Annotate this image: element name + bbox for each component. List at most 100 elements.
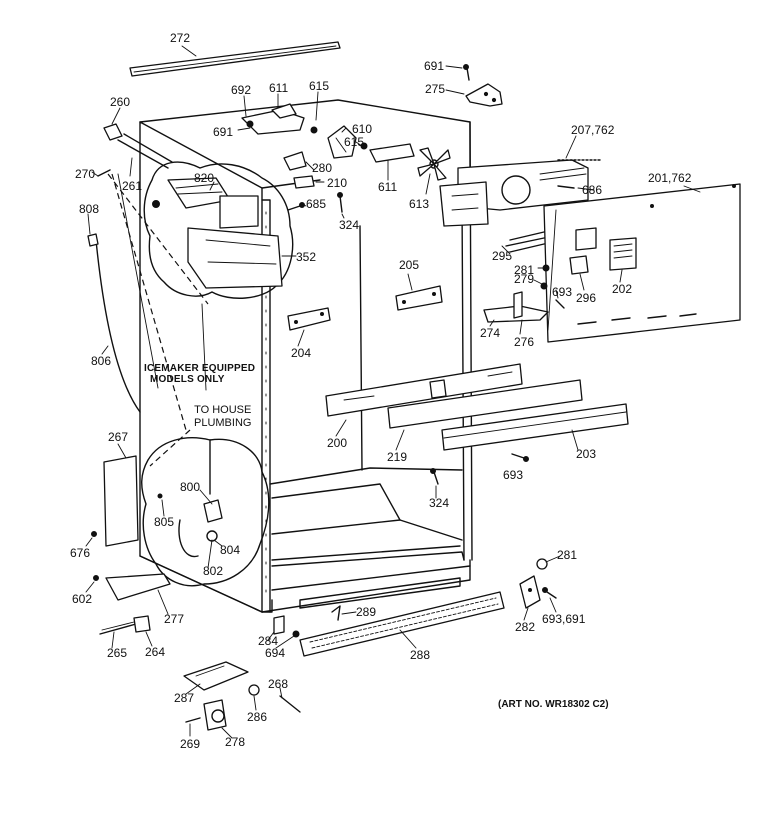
icemaker-note-line2: MODELS ONLY <box>150 374 225 385</box>
part-264-roller <box>133 615 151 633</box>
label-269: 269 <box>180 737 201 751</box>
part-613-fan <box>417 147 451 181</box>
label-219: 219 <box>387 450 408 464</box>
part-287-bracket <box>183 661 249 691</box>
part-275-hinge <box>465 83 503 107</box>
label-324-lower: 324 <box>429 496 450 510</box>
art-number: (ART NO. WR18302 C2) <box>498 699 609 710</box>
label-802: 802 <box>203 564 224 578</box>
label-296: 296 <box>576 291 597 305</box>
label-806: 806 <box>91 354 112 368</box>
part-260-261-fill-tube <box>103 123 173 169</box>
label-615-top: 615 <box>309 79 330 93</box>
part-274-276-bracket <box>483 291 549 323</box>
part-296-switch <box>569 255 589 275</box>
part-691-screw <box>463 64 470 81</box>
plumbing-note-line2: PLUMBING <box>194 417 252 429</box>
part-280-cap <box>283 151 307 171</box>
part-269-screw <box>185 717 201 723</box>
label-693-lower: 693 <box>503 468 524 482</box>
label-287: 287 <box>174 691 195 705</box>
part-289-clip <box>331 605 341 621</box>
label-804: 804 <box>220 543 241 557</box>
label-691-mid: 691 <box>213 125 234 139</box>
part-210-knob <box>293 175 315 189</box>
part-281-279-693-fasteners <box>540 264 565 309</box>
label-613: 613 <box>409 197 430 211</box>
label-820: 820 <box>194 171 215 185</box>
label-281-mid: 281 <box>514 263 535 277</box>
part-205-bracket <box>395 285 443 311</box>
label-800: 800 <box>180 480 201 494</box>
label-693-691: 693,691 <box>542 612 586 626</box>
label-286: 286 <box>247 710 268 724</box>
label-268: 268 <box>268 677 289 691</box>
label-260: 260 <box>110 95 131 109</box>
label-202: 202 <box>612 282 633 296</box>
label-288: 288 <box>410 648 431 662</box>
label-686: 686 <box>582 183 603 197</box>
label-207-762: 207,762 <box>571 123 615 137</box>
label-282: 282 <box>515 620 536 634</box>
part-324-screw-mid <box>430 468 439 485</box>
label-611-mid: 611 <box>378 180 398 194</box>
part-202-control-housing <box>609 237 637 271</box>
label-691-top: 691 <box>424 59 445 73</box>
part-203-rail <box>441 403 629 451</box>
label-808: 808 <box>79 202 100 216</box>
part-265-rod <box>99 621 137 635</box>
part-267-panel <box>103 455 139 547</box>
label-289: 289 <box>356 605 377 619</box>
part-201-panel <box>543 183 741 343</box>
label-324-top: 324 <box>339 218 360 232</box>
label-611-top: 611 <box>269 81 289 95</box>
part-282-hinge <box>519 575 541 609</box>
part-219-rail <box>387 379 583 429</box>
label-210: 210 <box>327 176 348 190</box>
part-693-screw-mid <box>511 453 529 462</box>
label-261: 261 <box>122 179 143 193</box>
part-610-damper <box>327 125 357 159</box>
label-693-mid: 693 <box>552 285 573 299</box>
label-275: 275 <box>425 82 446 96</box>
label-279: 279 <box>514 272 535 286</box>
part-272-top-rail <box>129 41 341 77</box>
part-207-evaporator <box>439 159 601 227</box>
label-201-762: 201,762 <box>648 171 692 185</box>
part-277-rail <box>105 573 171 601</box>
plumbing-note-line1: TO HOUSE <box>194 404 252 416</box>
part-694-screw <box>292 630 300 638</box>
part-602-screw <box>93 575 99 581</box>
plumbing-area <box>141 437 270 587</box>
label-274: 274 <box>480 326 501 340</box>
label-694: 694 <box>265 646 286 660</box>
label-615-mid: 615 <box>344 135 365 149</box>
part-686-screw <box>557 185 575 189</box>
label-352: 352 <box>296 250 317 264</box>
label-685: 685 <box>306 197 327 211</box>
label-805: 805 <box>154 515 175 529</box>
part-611-692-brackets <box>241 103 318 135</box>
part-693-691-screw <box>542 587 557 599</box>
label-280: 280 <box>312 161 333 175</box>
plumbing-note: TO HOUSE PLUMBING <box>194 404 251 430</box>
part-204-bracket <box>287 307 331 331</box>
label-267: 267 <box>108 430 129 444</box>
part-270-screw <box>97 169 111 177</box>
label-278: 278 <box>225 735 246 749</box>
label-270: 270 <box>75 167 96 181</box>
label-676: 676 <box>70 546 91 560</box>
leader-lines <box>85 45 701 739</box>
label-295: 295 <box>492 249 513 263</box>
label-272: 272 <box>170 31 191 45</box>
part-268-bolt <box>279 695 301 713</box>
label-276: 276 <box>514 335 535 349</box>
icemaker-note: ICEMAKER EQUIPPED MODELS ONLY <box>144 363 255 385</box>
label-205: 205 <box>399 258 420 272</box>
part-615-screw <box>360 142 368 150</box>
part-278-roller <box>203 699 227 731</box>
label-265: 265 <box>107 646 128 660</box>
label-281-lower: 281 <box>557 548 578 562</box>
label-200: 200 <box>327 436 348 450</box>
